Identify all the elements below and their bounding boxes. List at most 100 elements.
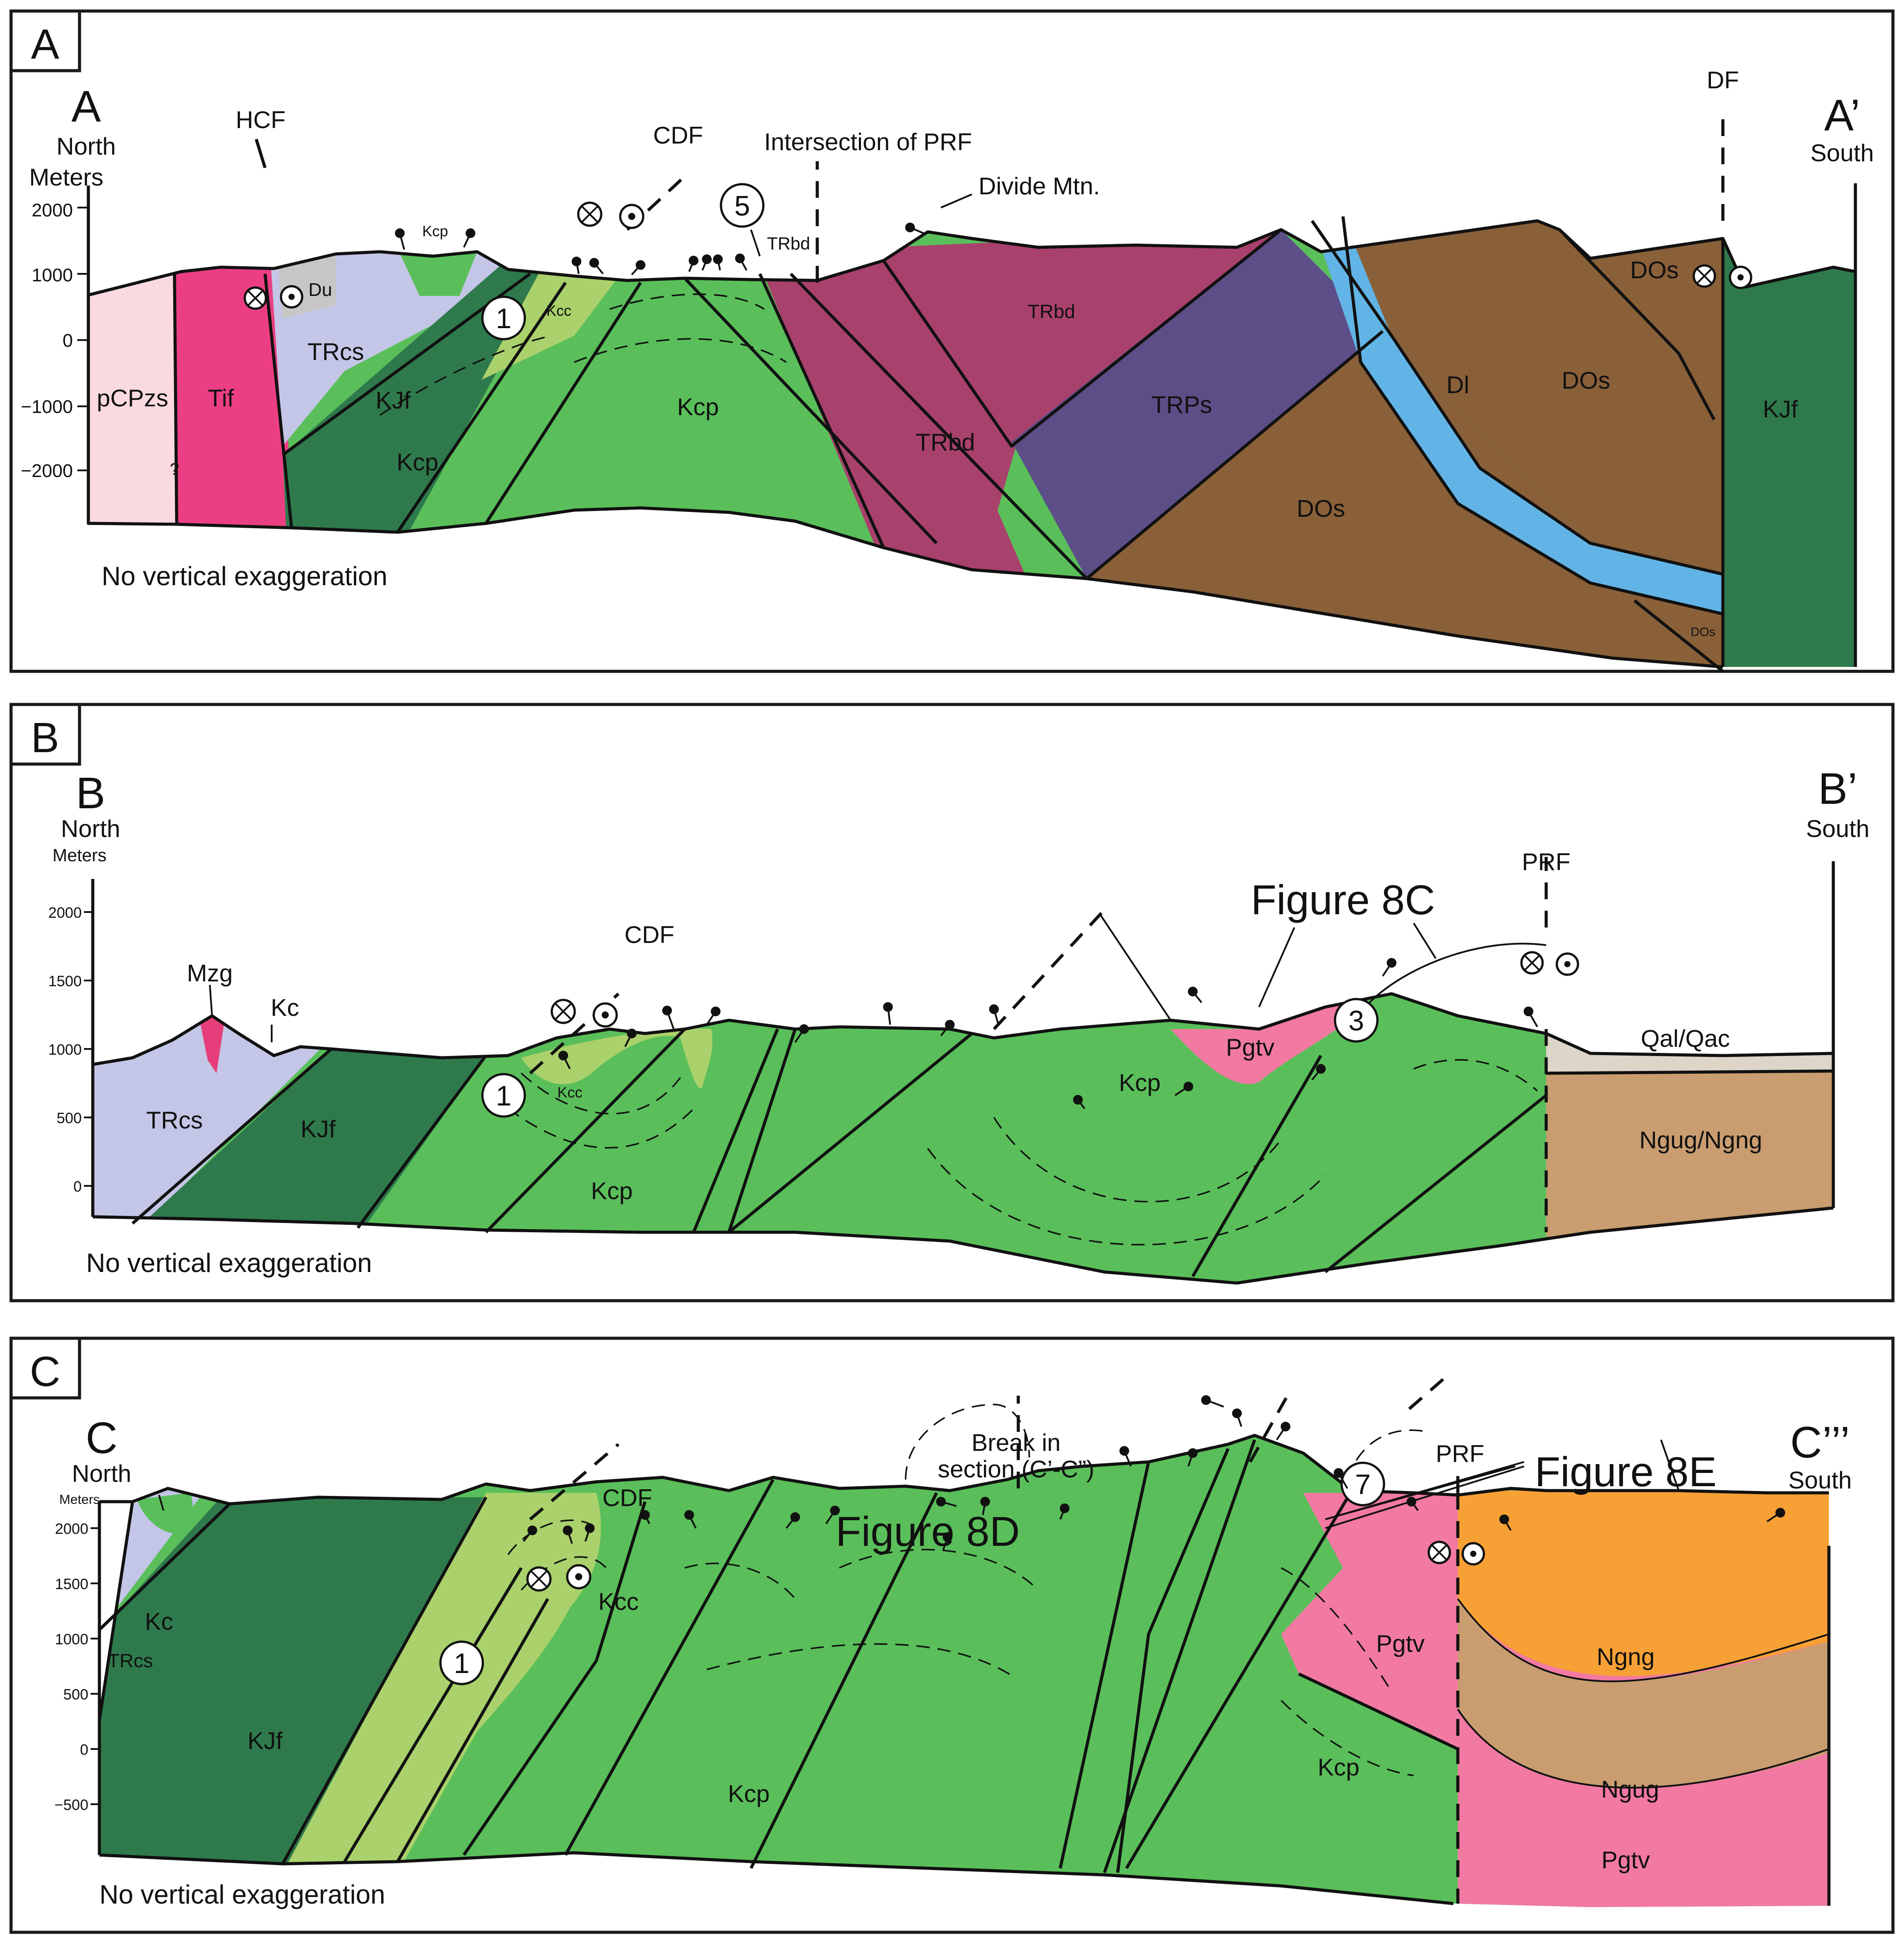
- unit-label-trcs: TRcs: [307, 338, 364, 365]
- panel-a-structure-lines: [87, 110, 1857, 673]
- unit-label-kcp-main: Kcp: [677, 393, 719, 420]
- unit-label-kcp-right: Kcp: [1119, 1069, 1161, 1096]
- fault-label-prf: PRF: [1522, 848, 1570, 875]
- dl-unit: [1312, 221, 1723, 614]
- station-marker-1-b: 1: [481, 1073, 526, 1118]
- base-line-b: [92, 1206, 1834, 1285]
- tif-unit: [172, 221, 294, 530]
- bedding-c1: [507, 1519, 597, 1556]
- fault-trbd: [789, 273, 1088, 580]
- panel-c-labels: C North Meters C’’’ South CDF PRF Break …: [59, 1413, 1852, 1909]
- fault-label-cdf: CDF: [602, 1484, 652, 1511]
- bed-kcc-c2: [396, 1598, 550, 1863]
- figure-8e-leader-2: [1660, 1439, 1680, 1491]
- unit-label-trbd: TRbd: [1028, 301, 1075, 322]
- unit-label-mzg: Mzg: [187, 959, 233, 987]
- fault-kcp-a1: [485, 282, 642, 524]
- bedding-b4: [927, 1147, 1326, 1245]
- base-line-c: [99, 1851, 1454, 1905]
- y-ticks-b: [84, 911, 93, 1187]
- fault-kcp-c1: [463, 1501, 647, 1856]
- unit-label-kjf: KJf: [247, 1727, 283, 1754]
- unit-label-trps: TRPs: [1151, 391, 1212, 418]
- contact-kjf-kcc-c: [281, 1496, 488, 1865]
- fault-dos-small: [1633, 599, 1724, 673]
- station-circle: [481, 1073, 526, 1118]
- fault-kcp-b3: [727, 1028, 797, 1233]
- out-of-page-dot: [628, 213, 635, 220]
- panel-a-label: A: [31, 21, 59, 68]
- section-end-label: A’: [1824, 91, 1860, 140]
- station-marker-3-b: 3: [1334, 998, 1379, 1043]
- trbd-leader: [750, 229, 761, 257]
- out-of-page-dot: [1737, 274, 1744, 280]
- thrust-trace-b: [993, 909, 1106, 1030]
- out-of-page-dot: [288, 294, 295, 300]
- unit-label-ngug: Ngug/Ngng: [1639, 1126, 1762, 1154]
- contact-ngng-ngug: [1457, 1598, 1829, 1682]
- contact-dl-top: [1311, 220, 1723, 576]
- station-circle: [439, 1640, 484, 1685]
- panel-c-label-box: [9, 1336, 81, 1400]
- panel-c-label: C: [30, 1348, 60, 1395]
- contact-trbd-trps: [882, 228, 1282, 448]
- exaggeration-note-a: No vertical exaggeration: [102, 561, 387, 591]
- into-page-cross: [554, 1003, 572, 1020]
- station-number: 1: [496, 303, 512, 334]
- fault-dos-a: [1563, 233, 1716, 420]
- topography-line-c: [98, 1434, 1829, 1721]
- ngug-unit-c: [1458, 1599, 1829, 1787]
- figure-8e-leader-3: [1325, 1465, 1516, 1520]
- figure-8c-leader-2: [1413, 922, 1437, 959]
- fault-label-prf: Intersection of PRF: [764, 128, 972, 155]
- figure-8e-arc: [1346, 1429, 1423, 1480]
- y-tick-label: −2000: [21, 460, 73, 481]
- into-page-cross: [530, 1570, 548, 1588]
- panel-a-label-box: [9, 9, 81, 72]
- exaggeration-note-b: No vertical exaggeration: [86, 1248, 372, 1278]
- fault-label-cdf: CDF: [653, 121, 703, 149]
- bedding-b1: [520, 1072, 681, 1115]
- unit-label-ngug: Ngug: [1601, 1775, 1659, 1803]
- y-tick-label: 0: [63, 330, 73, 351]
- section-end-label: C’’’: [1790, 1418, 1850, 1467]
- panel-b-axis: 2000 1500 1000 500 0: [48, 879, 95, 1195]
- contact-dl-bottom: [1341, 216, 1723, 616]
- panel-c: C: [9, 1336, 1895, 1934]
- label-divide-mtn: Divide Mtn.: [979, 172, 1100, 200]
- panel-b-label-box: [9, 703, 81, 766]
- panel-a-axis: 2000 1000 0 −1000 −2000: [21, 185, 90, 481]
- y-tick-label: −1000: [21, 396, 73, 417]
- bedding-a3: [609, 293, 765, 310]
- bed-kcc-c1: [343, 1567, 523, 1863]
- fault-kcp-b2: [692, 1028, 779, 1233]
- out-of-page-dot: [602, 1011, 609, 1018]
- contact-pgtv-kcp-c: [1298, 1672, 1459, 1751]
- unit-label-kcc: Kcc: [546, 303, 572, 319]
- kcc-unit-c: [283, 1493, 601, 1873]
- contact-kjf-kcp-b: [357, 1054, 487, 1229]
- unit-label-pgtv: Pgtv: [1226, 1033, 1275, 1061]
- fault-label-df: DF: [1707, 66, 1739, 94]
- pgtv-unit-b: [1171, 1003, 1369, 1084]
- y-tick-label: 2000: [55, 1521, 88, 1537]
- out-of-page-dot: [1564, 961, 1570, 967]
- figure-reference-8d: Figure 8D: [835, 1508, 1020, 1555]
- y-tick-label: 2000: [32, 200, 73, 220]
- y-tick-label: 1000: [55, 1631, 88, 1648]
- bedding-b2: [507, 1103, 699, 1149]
- station-marker-7-c: 7: [1340, 1461, 1385, 1507]
- into-page-cross: [1524, 954, 1540, 971]
- bedding-a2: [574, 338, 787, 363]
- unit-label-kc: Kc: [145, 1608, 173, 1635]
- kc-unit-c: [137, 1493, 193, 1533]
- station-circle: [1334, 998, 1379, 1043]
- uncertain-contact-label: ?: [170, 460, 179, 479]
- break-label-line2: section (C’-C”): [938, 1455, 1094, 1483]
- station-number: 1: [454, 1647, 470, 1679]
- y-tick-label: 0: [73, 1178, 82, 1195]
- panel-a-labels: A North Meters A’ South HCF CDF Intersec…: [29, 66, 1874, 639]
- fault-kcp-c5: [1116, 1448, 1230, 1873]
- fault-kcp-b4: [728, 1032, 973, 1234]
